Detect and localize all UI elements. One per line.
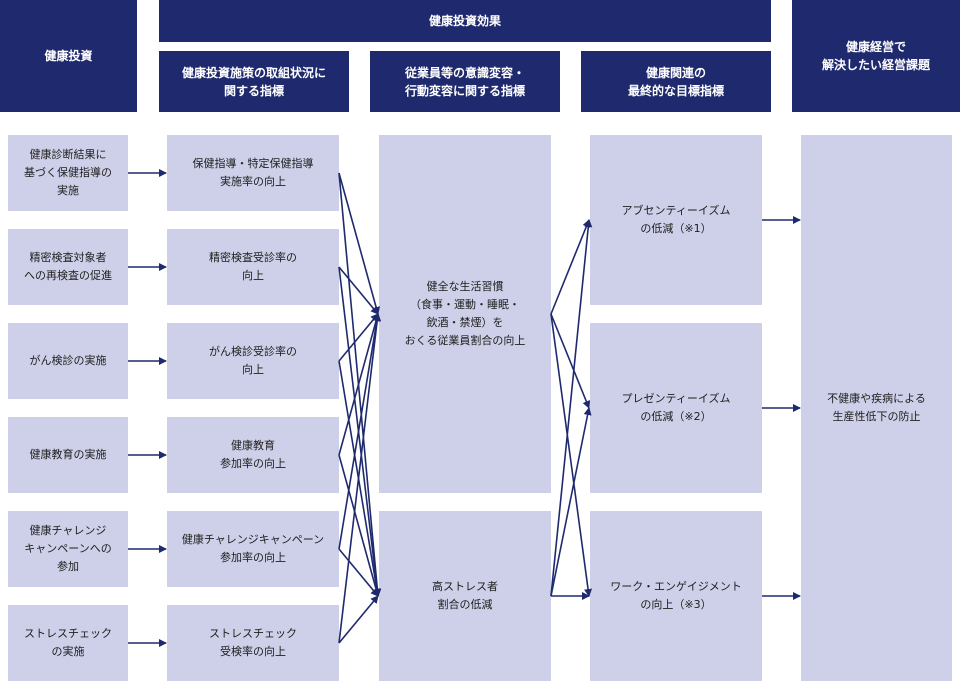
arrow bbox=[338, 595, 379, 644]
investment-box: がん検診の実施 bbox=[8, 323, 128, 399]
investment-box: 健康診断結果に 基づく保健指導の 実施 bbox=[8, 135, 128, 211]
goal-box: アブセンティーイズム の低減（※1） bbox=[590, 135, 762, 305]
management-issue-box: 不健康や疾病による 生産性低下の防止 bbox=[801, 135, 952, 681]
arrow bbox=[338, 313, 379, 362]
initiative-box: 健康教育 参加率の向上 bbox=[167, 417, 339, 493]
arrow bbox=[338, 172, 380, 315]
header-effect: 健康投資効果 bbox=[159, 0, 771, 42]
arrow bbox=[338, 313, 382, 644]
initiative-box: がん検診受診率の 向上 bbox=[167, 323, 339, 399]
header-effect-initiatives: 健康投資施策の取組状況に 関する指標 bbox=[159, 51, 349, 112]
header-effect-goals: 健康関連の 最終的な目標指標 bbox=[581, 51, 771, 112]
arrow bbox=[338, 313, 380, 456]
investment-box: 精密検査対象者 への再検査の促進 bbox=[8, 229, 128, 305]
header-investment: 健康投資 bbox=[0, 0, 137, 112]
behavior-box: 高ストレス者 割合の低減 bbox=[379, 511, 551, 681]
initiative-box: 保健指導・特定保健指導 実施率の向上 bbox=[167, 135, 339, 211]
investment-box: ストレスチェック の実施 bbox=[8, 605, 128, 681]
behavior-box: 健全な生活習慣 （食事・運動・睡眠・ 飲酒・禁煙）を おくる従業員割合の向上 bbox=[379, 135, 551, 493]
investment-box: 健康チャレンジ キャンペーンへの 参加 bbox=[8, 511, 128, 587]
arrow bbox=[338, 313, 381, 550]
header-effect-behavior: 従業員等の意識変容・ 行動変容に関する指標 bbox=[370, 51, 560, 112]
investment-box: 健康教育の実施 bbox=[8, 417, 128, 493]
arrow bbox=[550, 219, 591, 315]
header-management-issue: 健康経営で 解決したい経営課題 bbox=[792, 0, 960, 112]
goal-box: ワーク・エンゲイジメント の向上（※3） bbox=[590, 511, 762, 681]
arrow bbox=[338, 548, 379, 597]
arrow bbox=[338, 266, 379, 315]
goal-box: プレゼンティーイズム の低減（※2） bbox=[590, 323, 762, 493]
initiative-box: 精密検査受診率の 向上 bbox=[167, 229, 339, 305]
arrow bbox=[550, 407, 592, 597]
arrow bbox=[550, 313, 591, 409]
arrow bbox=[338, 454, 380, 597]
initiative-box: ストレスチェック 受検率の向上 bbox=[167, 605, 339, 681]
initiative-box: 健康チャレンジキャンペーン 参加率の向上 bbox=[167, 511, 339, 587]
arrow bbox=[550, 219, 593, 597]
arrow bbox=[550, 313, 593, 597]
